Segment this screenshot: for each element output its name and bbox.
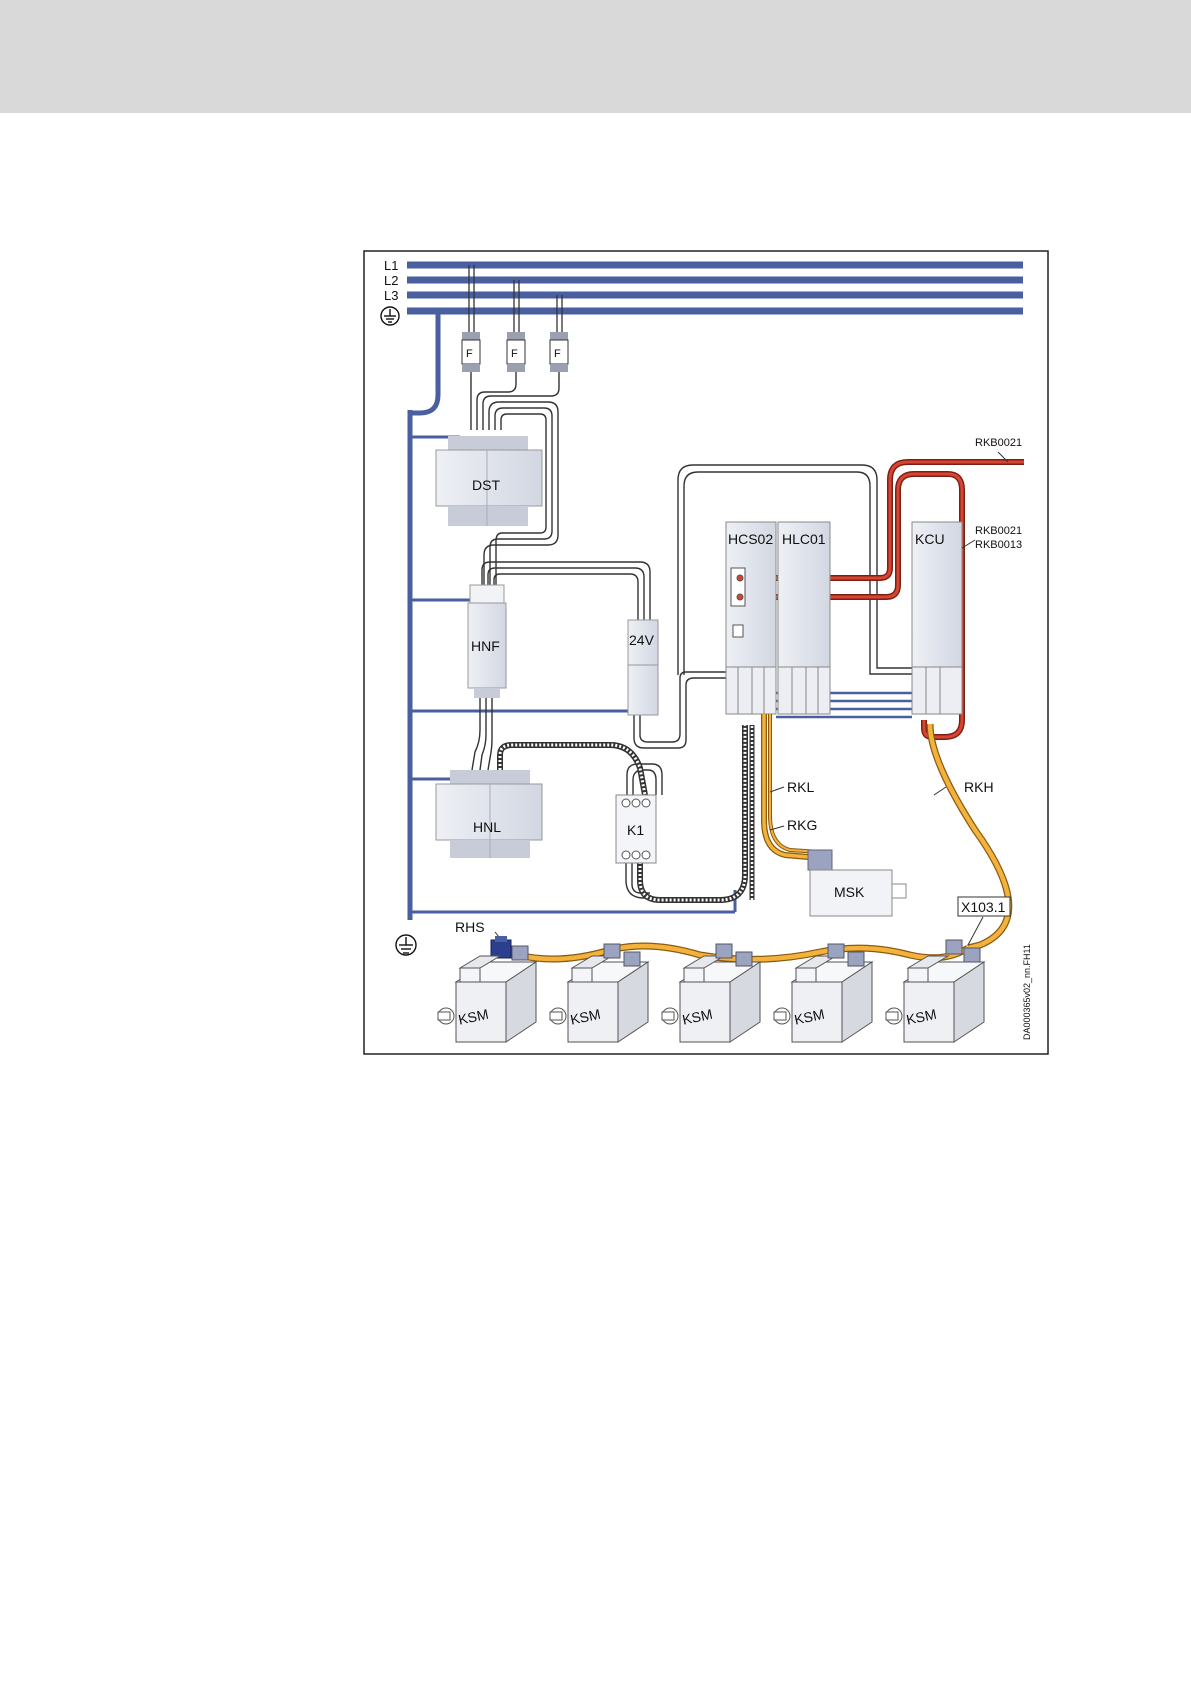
label-rkb0021-mid: RKB0021: [975, 525, 1022, 537]
svg-text:MSK: MSK: [834, 884, 865, 900]
svg-text:HNL: HNL: [473, 819, 501, 835]
svg-text:KCU: KCU: [915, 531, 945, 547]
hnl-choke: HNL: [436, 770, 542, 858]
label-rkh: RKH: [964, 779, 994, 795]
svg-text:DST: DST: [472, 477, 500, 493]
svg-text:F: F: [511, 348, 518, 360]
rail-label-l2: L2: [384, 273, 398, 288]
k1-contactor: K1: [616, 795, 656, 863]
hcs02-drive: HCS02: [726, 522, 776, 714]
svg-text:F: F: [466, 348, 473, 360]
label-rkb0013-mid: RKB0013: [975, 539, 1022, 551]
svg-text:HNF: HNF: [471, 638, 500, 654]
fuse-2: F: [507, 332, 525, 372]
svg-text:24V: 24V: [629, 632, 655, 648]
svg-text:K1: K1: [627, 822, 644, 838]
hlc01-module: HLC01: [778, 522, 830, 714]
svg-text:HCS02: HCS02: [728, 531, 773, 547]
svg-text:HLC01: HLC01: [782, 531, 826, 547]
psu-24v: 24V: [628, 620, 658, 715]
label-rkb0021-top: RKB0021: [975, 437, 1022, 449]
rail-label-l1: L1: [384, 258, 398, 273]
label-rkl: RKL: [787, 779, 814, 795]
figure-id: DA000365v02_nn.FH11: [1022, 944, 1032, 1040]
fuse-1: F: [462, 332, 480, 372]
label-rkg: RKG: [787, 817, 817, 833]
svg-text:F: F: [554, 348, 561, 360]
label-x103: X103.1: [961, 899, 1006, 915]
fuse-3: F: [550, 332, 568, 372]
kcu-module: KCU: [912, 522, 962, 714]
rail-label-l3: L3: [384, 288, 398, 303]
label-rhs: RHS: [455, 919, 485, 935]
dst-transformer: DST: [436, 436, 542, 526]
hnf-filter: HNF: [468, 585, 506, 698]
